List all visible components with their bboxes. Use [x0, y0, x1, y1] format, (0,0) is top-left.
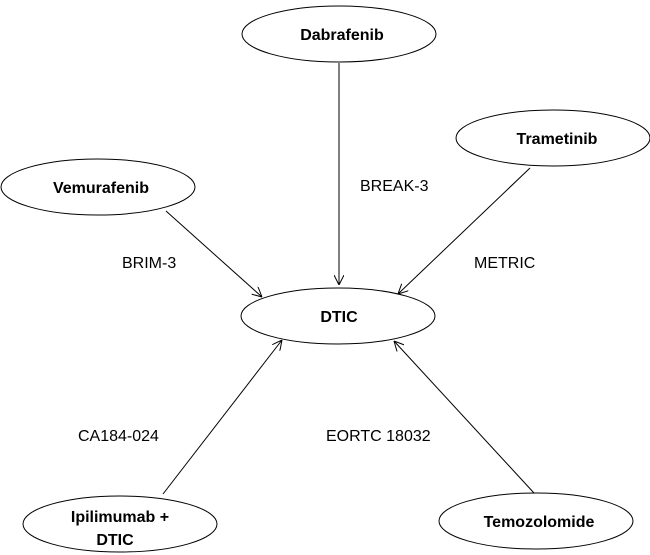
edge-vemurafenib-dtic	[165, 210, 262, 297]
edge-trametinib-dtic	[398, 167, 531, 294]
edge-ipilimumab-dtic	[162, 340, 282, 495]
edge-label-metric: METRIC	[474, 255, 535, 272]
edge-label-ca184: CA184-024	[78, 428, 159, 445]
node-label-dabrafenib: Dabrafenib	[300, 27, 384, 44]
node-vemurafenib: Vemurafenib	[0, 158, 196, 216]
edge-label-brim3: BRIM-3	[122, 255, 176, 272]
node-dtic: DTIC	[240, 287, 436, 345]
edge-label-eortc: EORTC 18032	[326, 428, 431, 445]
node-trametinib: Trametinib	[455, 109, 650, 167]
node-label-dtic: DTIC	[320, 309, 358, 326]
edge-label-break3: BREAK-3	[360, 178, 429, 195]
node-temozolomide: Temozolomide	[438, 492, 634, 550]
edge-temozolomide-dtic	[394, 341, 535, 494]
node-ipilimumab-dtic: Ipilimumab + DTIC	[22, 495, 218, 553]
node-label-ipilimumab-line1: Ipilimumab +	[71, 509, 169, 526]
node-label-ipilimumab-line2: DTIC	[96, 532, 134, 549]
node-dabrafenib: Dabrafenib	[241, 5, 437, 63]
node-label-temozolomide: Temozolomide	[484, 514, 595, 531]
node-label-vemurafenib: Vemurafenib	[53, 180, 149, 197]
node-label-trametinib: Trametinib	[517, 131, 598, 148]
